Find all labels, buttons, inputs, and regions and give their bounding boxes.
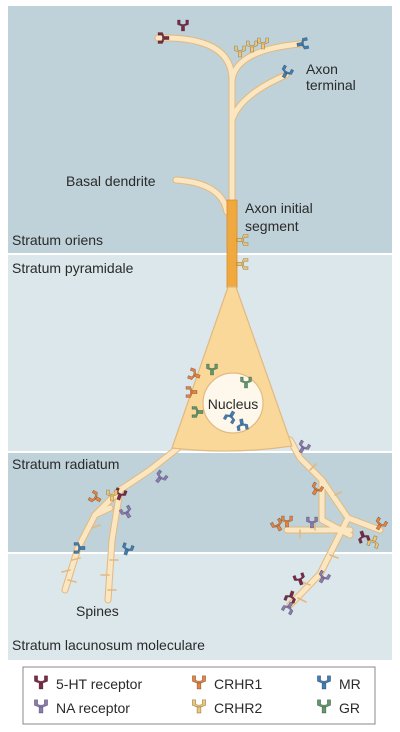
nucleus: [202, 372, 264, 434]
axon-initial-segment-label-line2: segment: [245, 218, 299, 234]
axon-initial-segment: [226, 199, 238, 289]
axon-terminal-label-line2: terminal: [306, 77, 356, 93]
layer-oriens-band: [8, 6, 392, 253]
layer-pyramidale-label: Stratum pyramidale: [12, 260, 134, 276]
layer-radiatum-band: [8, 453, 392, 552]
axon-initial-segment-label-line1: Axon initial: [245, 200, 313, 216]
legend-label-gr: GR: [339, 700, 360, 716]
legend-label-na: NA receptor: [56, 700, 130, 716]
legend-box: [22, 666, 376, 725]
legend: 5-HT receptor NA receptor CRHR1 CRHR2 MR…: [22, 666, 376, 725]
basal-dendrite-label: Basal dendrite: [66, 173, 156, 189]
legend-label-crhr2: CRHR2: [214, 700, 262, 716]
legend-label-crhr1: CRHR1: [214, 676, 262, 692]
nucleus-label: Nucleus: [208, 396, 259, 412]
spines-label: Spines: [76, 603, 119, 619]
legend-label-mr: MR: [339, 676, 361, 692]
layer-lacunosum-label: Stratum lacunosum moleculare: [12, 637, 205, 653]
layer-oriens-label: Stratum oriens: [12, 232, 103, 248]
legend-label-5ht: 5-HT receptor: [56, 676, 142, 692]
layer-radiatum-label: Stratum radiatum: [12, 456, 119, 472]
axon-terminal-label-line1: Axon: [306, 61, 338, 77]
